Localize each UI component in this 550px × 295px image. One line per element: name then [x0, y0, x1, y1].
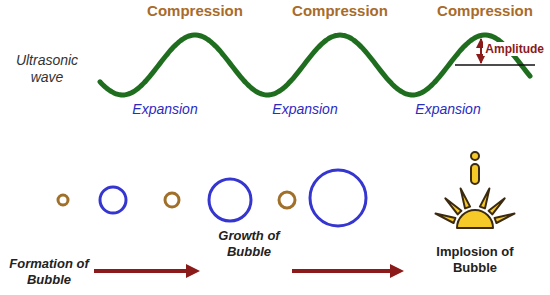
stage-label: Implosion of Bubble: [425, 244, 525, 275]
burst-ray: [436, 214, 456, 223]
phase-label: Compression: [430, 2, 540, 20]
burst-ray: [489, 198, 505, 214]
burst-ray: [480, 189, 490, 209]
stage-arrows: [94, 264, 404, 278]
amplitude-label: Amplitude: [483, 42, 546, 56]
small-bubble: [165, 193, 179, 207]
expanded-bubble: [310, 170, 366, 226]
implosion-burst: [436, 152, 515, 228]
expanded-bubble: [209, 179, 251, 221]
burst-ray: [495, 214, 515, 223]
stage-arrow-shaft: [94, 269, 188, 273]
phase-label: Expansion: [255, 101, 355, 118]
phase-label: Expansion: [398, 101, 498, 118]
stage-arrow-shaft: [292, 269, 392, 273]
stage-label: Formation of Bubble: [3, 256, 95, 287]
burst-dot: [471, 152, 479, 160]
burst-ray: [461, 189, 471, 209]
stage-label: Growth of Bubble: [208, 228, 290, 259]
amplitude-arrow: [480, 39, 482, 63]
stage-arrow-head: [390, 264, 404, 278]
bubbles: [58, 170, 366, 226]
burst-ray: [445, 198, 461, 214]
burst-bar: [471, 164, 479, 184]
midline: [455, 64, 535, 66]
stage-arrow-head: [186, 264, 200, 278]
phase-label: Compression: [285, 2, 395, 20]
phase-label: Compression: [140, 2, 250, 20]
wave-label: Ultrasonic wave: [6, 52, 88, 86]
small-bubble: [279, 192, 295, 208]
phase-label: Expansion: [115, 101, 215, 118]
burst-core: [457, 210, 493, 228]
expanded-bubble: [100, 187, 126, 213]
small-bubble: [58, 195, 68, 205]
